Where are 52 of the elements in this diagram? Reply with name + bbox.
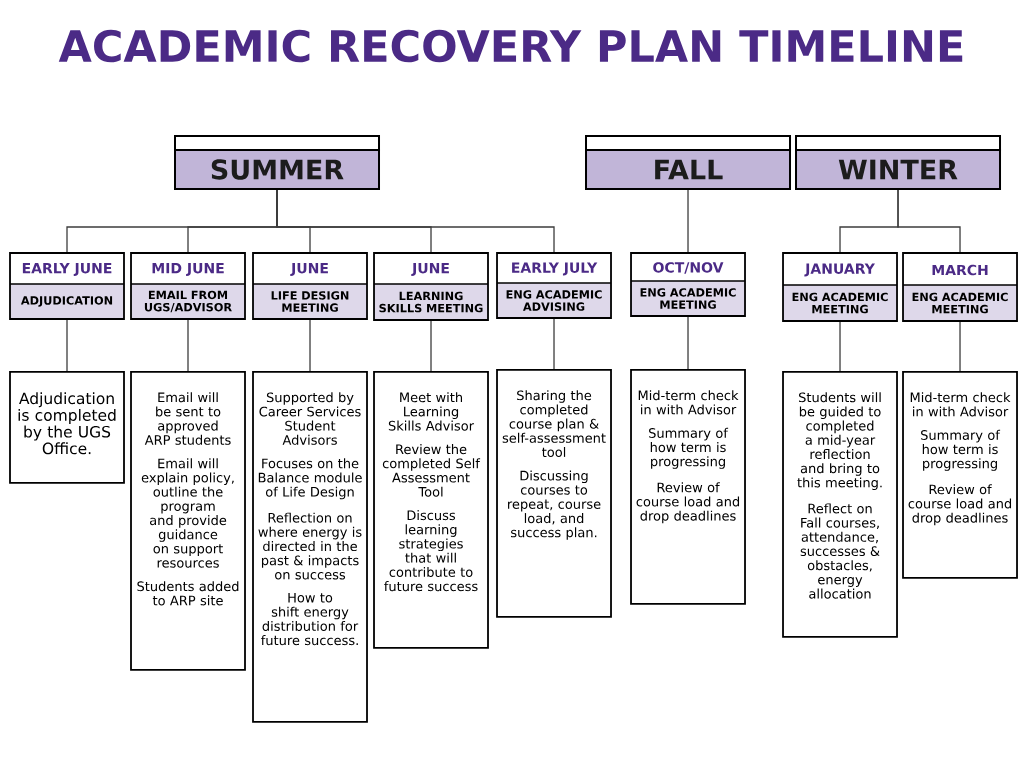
season-box: SUMMER xyxy=(174,135,380,190)
note-text: Students added to ARP site xyxy=(137,581,239,606)
note-text: Reflection on where energy is directed in the past & impacts on success xyxy=(258,512,362,580)
connector-line xyxy=(276,189,555,253)
note-text: Email will explain policy, outline the program and provide guidance on support resources xyxy=(141,458,234,568)
note-text: Review of course load and drop deadlines xyxy=(908,484,1012,526)
event-title: LEARNING SKILLS MEETING xyxy=(379,291,483,313)
season-box: WINTER xyxy=(795,135,1001,190)
event-title: LIFE DESIGN MEETING xyxy=(271,291,349,312)
event-title: ENG ACADEMIC MEETING xyxy=(792,292,888,314)
note-text: Adjudication is completed by the UGS Office. xyxy=(18,392,116,455)
month-label: EARLY JUNE xyxy=(22,263,112,276)
note-text: Meet with Learning Skills Advisor xyxy=(388,392,475,431)
month-label: JUNE xyxy=(411,263,449,276)
event-title: EMAIL FROM UGS/ADVISOR xyxy=(144,290,232,313)
connector-line xyxy=(839,321,841,372)
note-text: Email will be sent to approved ARP students xyxy=(144,392,231,445)
note-text: Mid-term check in with Advisor xyxy=(638,390,739,415)
month-label: MARCH xyxy=(932,264,988,276)
event-title: ENG ACADEMIC MEETING xyxy=(640,288,736,309)
event-title: ENG ACADEMIC ADVISING xyxy=(506,290,602,311)
connector-line xyxy=(187,319,189,372)
note-text: Review of course load and drop deadlines xyxy=(636,482,739,524)
month-label: JUNE xyxy=(290,263,328,276)
connector-line xyxy=(66,319,68,372)
note-text: Summary of how term is progressing xyxy=(649,427,729,469)
note-text: Summary of how term is progressing xyxy=(921,429,1001,471)
connector-line xyxy=(309,319,311,372)
connector-line xyxy=(430,320,432,372)
note-text: How to shift energy distribution for future success. xyxy=(261,592,359,646)
title: ACADEMIC RECOVERY PLAN TIMELINE xyxy=(58,29,963,63)
connector-line xyxy=(687,189,689,253)
event-title: ENG ACADEMIC MEETING xyxy=(912,292,1008,314)
season-box: FALL xyxy=(585,135,791,190)
connector-line xyxy=(897,189,961,253)
note-text: Mid-term check in with Advisor xyxy=(910,392,1011,417)
note-text: Supported by Career Services Student Advisors xyxy=(259,392,361,445)
note-text: Review the completed Self Assessment Tool xyxy=(382,444,481,497)
note-text: Discuss learning strategies that will contribute to future success xyxy=(384,510,478,592)
note-text: Students will be guided to completed a mid-year reflection and bring to this meeting. xyxy=(797,392,882,490)
month-label: EARLY JULY xyxy=(512,262,598,276)
event-title: ADJUDICATION xyxy=(20,296,113,307)
connector-line xyxy=(687,316,689,370)
connector-line xyxy=(959,321,961,372)
month-label: OCT/NOV xyxy=(653,262,724,274)
month-label: MID JUNE xyxy=(152,263,224,276)
note-text: Reflect on Fall courses, attendance, successes & obstacles, energy allocation xyxy=(800,503,880,599)
note-text: Focuses on the Balance module of Life Design xyxy=(258,458,362,500)
note-text: Sharing the completed course plan & self-assessment tool xyxy=(502,390,606,458)
month-label: JANUARY xyxy=(804,263,875,277)
note-text: Discussing courses to repeat, course load, and success plan. xyxy=(508,470,601,540)
connector-line xyxy=(553,318,555,370)
